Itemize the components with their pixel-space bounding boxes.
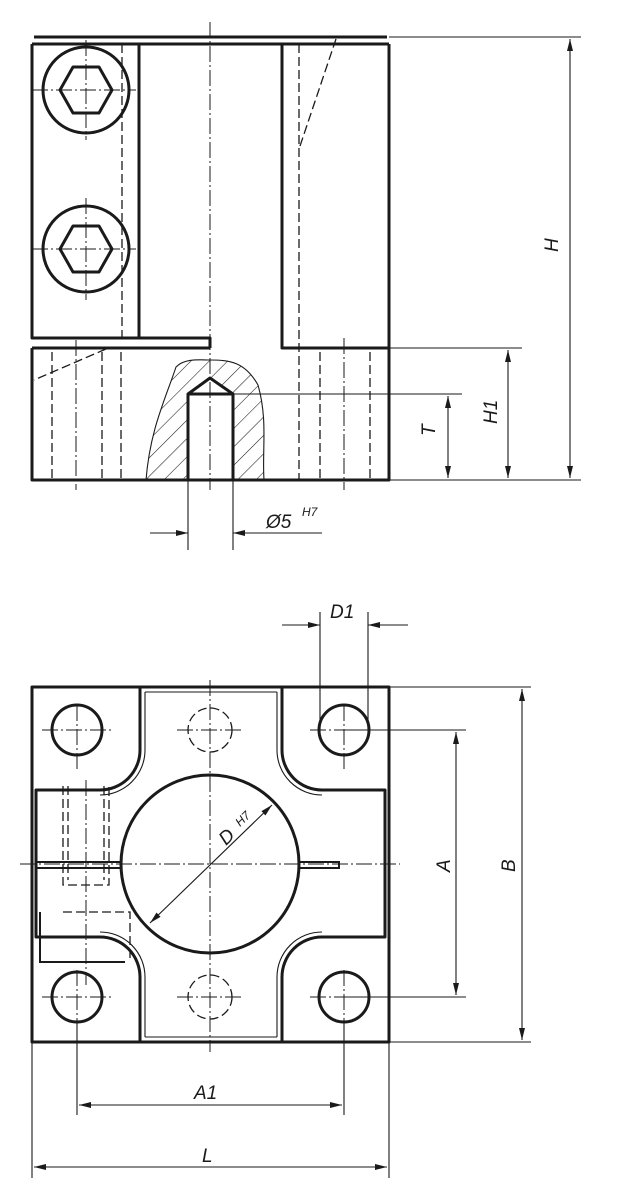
hole-centerlines	[75, 338, 345, 490]
D-dimension-line	[149, 804, 273, 924]
A-label: A	[434, 859, 455, 873]
section-hatching	[146, 359, 264, 480]
clamp-slits	[36, 861, 340, 869]
bore-label: Ø5	[265, 512, 292, 533]
B-label: B	[499, 859, 520, 872]
A-extensions	[344, 729, 466, 998]
hidden-curve-right	[298, 38, 337, 150]
screw-recess	[39, 912, 125, 963]
H1-label: H1	[481, 400, 502, 424]
L-label: L	[202, 1146, 213, 1167]
bore-extensions	[187, 480, 234, 550]
screw-centerlines	[32, 40, 136, 300]
D-label: D	[215, 825, 240, 850]
A1-extensions	[76, 1022, 345, 1115]
top-view: D1 A B A1 L D H7	[20, 602, 531, 1178]
B-extensions	[389, 686, 531, 1043]
H-label: H	[542, 238, 563, 252]
side-view: T H1 H Ø5 H7	[30, 22, 581, 550]
H-extensions	[389, 36, 581, 481]
L-extensions	[31, 1042, 390, 1178]
pocket-chamfer-lines	[99, 691, 323, 1038]
bore-tolerance: H7	[302, 505, 319, 519]
T-label: T	[419, 423, 440, 436]
D1-label: D1	[330, 602, 354, 623]
A1-label: A1	[193, 1083, 217, 1104]
clamp-block-right	[280, 44, 391, 350]
hidden-curve-left	[33, 348, 107, 381]
D1-extensions	[319, 612, 369, 730]
